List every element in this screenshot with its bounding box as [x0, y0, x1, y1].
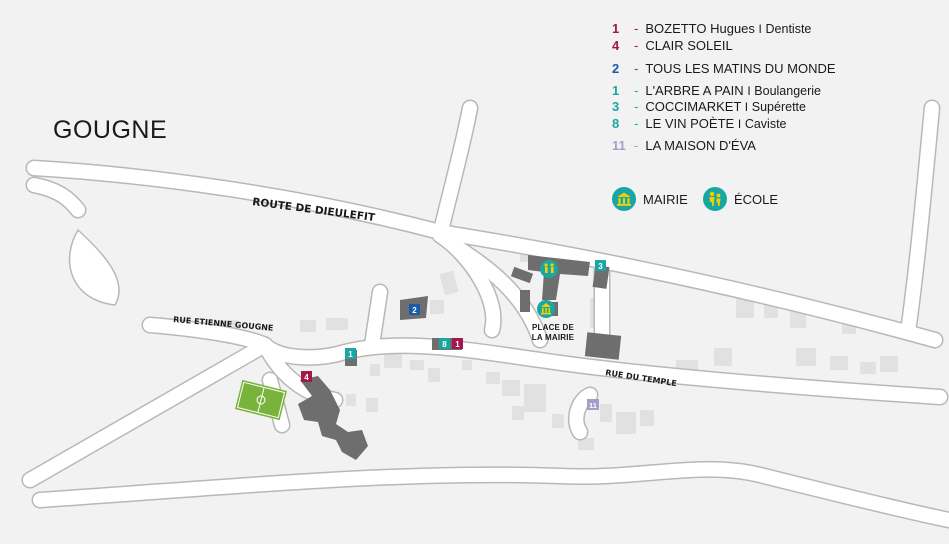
- legend-item: 2-TOUS LES MATINS DU MONDE: [612, 61, 836, 76]
- legend-name: LA MAISON D'ÉVA: [645, 138, 756, 153]
- legend-dash: -: [634, 116, 639, 131]
- legend-category: Dentiste: [765, 22, 812, 36]
- west-loop: [68, 228, 120, 306]
- legend-item: 1-BOZETTO Hugues I Dentiste: [612, 21, 811, 36]
- map-marker-arbre-a-pain[interactable]: 1: [345, 348, 356, 359]
- key-ecole-label: ÉCOLE: [734, 191, 779, 207]
- map-town-hall-icon: [537, 300, 555, 318]
- legend-name: BOZETTO Hugues: [645, 21, 755, 36]
- legend-number: 11: [612, 138, 626, 153]
- legend-name: TOUS LES MATINS DU MONDE: [645, 61, 836, 76]
- light-buildings: [220, 250, 898, 450]
- legend-item: 1-L'ARBRE A PAIN I Boulangerie: [612, 83, 821, 98]
- map-marker-maison-eva[interactable]: 11: [587, 399, 599, 410]
- legend-number: 2: [612, 61, 620, 76]
- map-marker-vin-poete[interactable]: 8: [439, 338, 450, 349]
- place-label-line2: LA MAIRIE: [531, 333, 575, 342]
- legend-item: 4-CLAIR SOLEIL: [612, 38, 733, 53]
- legend-dash: -: [634, 61, 639, 76]
- legend-dash: -: [634, 83, 639, 98]
- legend-separator: I: [737, 117, 742, 131]
- svg-text:3: 3: [598, 262, 603, 271]
- svg-text:4: 4: [304, 373, 309, 382]
- legend-item: 8-LE VIN POÈTE I Caviste: [612, 116, 787, 131]
- place-de-la-mairie-label: PLACE DE LA MAIRIE: [527, 323, 579, 343]
- school-children-icon: [703, 187, 727, 211]
- legend-category: Boulangerie: [754, 84, 821, 98]
- legend-name: LE VIN POÈTE: [645, 116, 735, 131]
- legend-number: 1: [612, 21, 620, 36]
- legend-number: 8: [612, 116, 620, 131]
- map-school-icon: [540, 260, 558, 278]
- key-mairie: MAIRIE: [612, 187, 688, 211]
- svg-text:11: 11: [589, 401, 597, 410]
- legend-number: 4: [612, 38, 620, 53]
- place-label-line1: PLACE DE: [531, 323, 575, 332]
- legend-separator: I: [747, 84, 751, 98]
- legend-dash: -: [634, 38, 639, 53]
- legend-name: CLAIR SOLEIL: [645, 38, 733, 53]
- map-marker-tous-les-matins[interactable]: 2: [409, 304, 420, 315]
- svg-text:1: 1: [455, 340, 460, 349]
- legend-separator: I: [758, 22, 762, 36]
- legend-name: COCCIMARKET: [645, 99, 742, 114]
- legend-name: L'ARBRE A PAIN: [645, 83, 744, 98]
- roads: [21, 99, 949, 529]
- legend-separator: I: [744, 100, 749, 114]
- town-title: GOUGNE: [53, 116, 168, 144]
- legend-dash: -: [634, 99, 639, 114]
- legend-category: Caviste: [744, 117, 787, 131]
- legend-item: 3-COCCIMARKET I Supérette: [612, 99, 806, 114]
- key-mairie-label: MAIRIE: [643, 191, 688, 207]
- svg-text:1: 1: [348, 350, 353, 359]
- football-field: [235, 379, 287, 421]
- map-marker-dentiste[interactable]: 1: [452, 338, 463, 349]
- legend-number: 1: [612, 83, 620, 98]
- map-marker-coccimarket[interactable]: 3: [595, 260, 606, 271]
- key-ecole: ÉCOLE: [703, 187, 778, 211]
- legend-number: 3: [612, 99, 620, 114]
- svg-text:8: 8: [442, 340, 447, 349]
- legend-category: Supérette: [751, 100, 806, 114]
- map-marker-clair-soleil[interactable]: 4: [301, 371, 312, 382]
- legend-dash: -: [634, 138, 639, 153]
- legend-item: 11-LA MAISON D'ÉVA: [612, 138, 756, 153]
- svg-text:2: 2: [412, 306, 417, 315]
- legend-dash: -: [634, 21, 639, 36]
- town-hall-icon: [612, 187, 636, 211]
